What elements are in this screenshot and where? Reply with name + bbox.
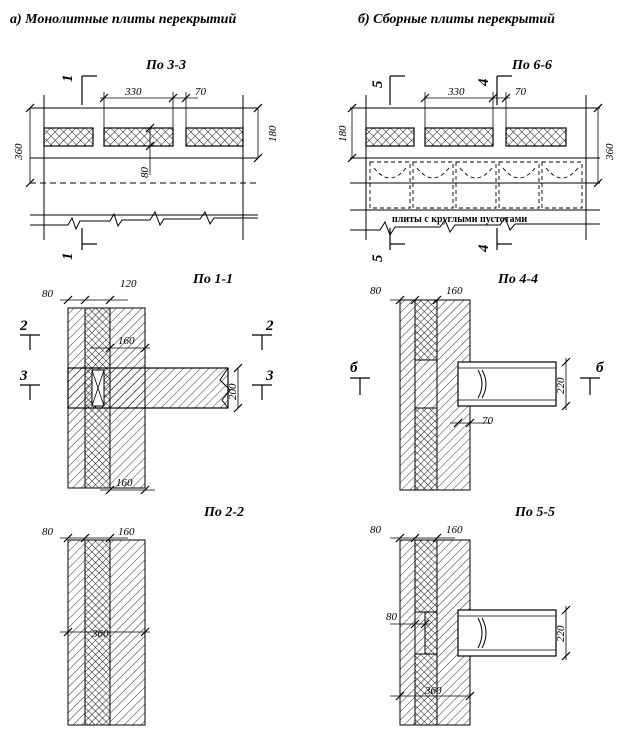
section-mark-b-right: б xyxy=(596,360,604,376)
section-mark-2-right: 2 xyxy=(265,318,274,334)
section-mark-5-top: 5 xyxy=(370,80,386,88)
dim-160-5-5: 160 xyxy=(446,524,463,536)
heading-monolithic: а) Монолитные плиты перекрытий xyxy=(10,12,237,27)
section-title-2-2: По 2-2 xyxy=(204,505,245,520)
dim-360-a: 360 xyxy=(13,143,25,161)
hollow-core-label: плиты с круглыми пустотами xyxy=(392,214,527,225)
dim-160-2-2: 160 xyxy=(118,526,135,538)
dim-220-5-5: 220 xyxy=(555,625,567,642)
dim-160-1-1-b: 160 xyxy=(116,477,133,489)
section-title-6-6: По 6-6 xyxy=(512,58,553,73)
section-mark-4-bottom: 4 xyxy=(476,244,492,253)
dim-200-1-1: 200 xyxy=(227,383,239,400)
section-mark-3-right: 3 xyxy=(265,368,274,384)
section-mark-2-left: 2 xyxy=(19,318,28,334)
section-mark-b-left: б xyxy=(350,360,358,376)
section-title-1-1: По 1-1 xyxy=(193,272,234,287)
dim-80-4-4: 80 xyxy=(370,285,382,297)
dim-160-4-4: 160 xyxy=(446,285,463,297)
heading-precast: б) Сборные плиты перекрытий xyxy=(358,12,555,27)
dim-180-a: 180 xyxy=(267,125,279,142)
dim-120-1-1: 120 xyxy=(120,278,137,290)
dim-80-a: 80 xyxy=(139,167,151,179)
dim-360-b: 360 xyxy=(604,143,616,161)
dim-70-4-4: 70 xyxy=(482,415,494,427)
dim-80-5-5-a: 80 xyxy=(370,524,382,536)
dim-180-b: 180 xyxy=(337,125,349,142)
dim-330-b: 330 xyxy=(447,86,465,98)
section-3-3-drawing: 330 70 180 360 80 1 1 xyxy=(13,75,279,261)
section-mark-3-left: 3 xyxy=(19,368,28,384)
dim-220-4-4: 220 xyxy=(555,377,567,394)
section-4-4-drawing: 80 160 220 70 б б xyxy=(350,285,604,491)
dim-70-b: 70 xyxy=(515,86,527,98)
section-mark-4-top: 4 xyxy=(476,78,492,87)
dim-360-5-5: 360 xyxy=(424,685,442,697)
dim-330-a: 330 xyxy=(124,86,142,98)
dim-80-5-5-b: 80 xyxy=(386,611,398,623)
dim-360-2-2: 360 xyxy=(91,628,109,640)
section-title-5-5: По 5-5 xyxy=(515,505,556,520)
dim-80-2-2: 80 xyxy=(42,526,54,538)
section-title-4-4: По 4-4 xyxy=(498,272,539,287)
section-title-3-3: По 3-3 xyxy=(146,58,187,73)
section-6-6-drawing: 330 70 180 360 плиты с круглыми пустотам… xyxy=(337,75,616,262)
section-mark-1-bottom: 1 xyxy=(60,253,76,261)
dim-70-a: 70 xyxy=(195,86,207,98)
dim-160-1-1-a: 160 xyxy=(118,335,135,347)
section-mark-1-top: 1 xyxy=(60,75,76,83)
section-1-1-drawing: 80 120 160 200 160 2 2 3 3 xyxy=(19,278,274,495)
section-mark-5-bottom: 5 xyxy=(370,254,386,262)
dim-80-1-1: 80 xyxy=(42,288,54,300)
section-5-5-drawing: 80 160 80 220 360 xyxy=(370,524,571,726)
section-2-2-drawing: 80 160 360 xyxy=(42,526,150,726)
